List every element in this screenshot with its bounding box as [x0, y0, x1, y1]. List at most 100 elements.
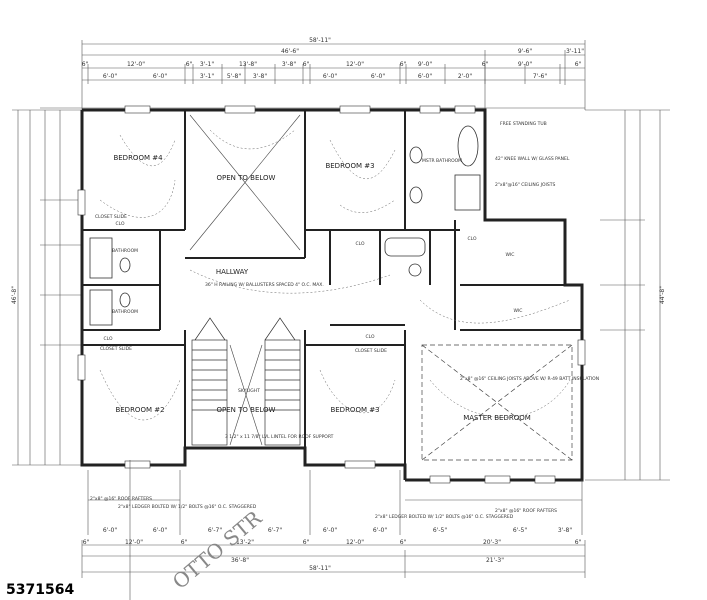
room-label-clo-1: CLO	[115, 221, 124, 227]
note-closet-slide-2: CLOSET SLIDE	[100, 346, 132, 352]
fixtures	[89, 125, 481, 326]
dim-label: 9'-0"	[418, 61, 432, 68]
dim-label: 6"	[400, 61, 407, 68]
toilet	[409, 146, 423, 164]
dim-label: 12'-0"	[127, 61, 145, 68]
roof-lines	[81, 460, 586, 600]
room-label-bedroom-2: BEDROOM #2	[115, 406, 164, 414]
toilet-1	[119, 257, 131, 273]
top-total-dim: 58'-11"	[309, 37, 331, 44]
listing-id: 5371564	[6, 582, 75, 598]
dim-label: 6'-0"	[371, 73, 385, 80]
dim-label: 5'-8"	[227, 73, 241, 80]
note-knee-wall: 42" KNEE WALL W/ GLASS PANEL	[495, 156, 570, 162]
dim-label: 6'-5"	[513, 527, 527, 534]
shower-1	[89, 237, 113, 279]
room-label-hallway: HALLWAY	[216, 268, 249, 276]
note-railing: 36" H RAILING W/ BALLUSTERS SPACED 4" O.…	[205, 282, 324, 288]
street-name-watermark: OTTO STR	[168, 505, 267, 594]
dim-label: 7'-6"	[533, 73, 547, 80]
dim-label: 6"	[575, 539, 582, 546]
dim-label: 12'-0"	[125, 539, 143, 546]
room-label-clo-3: CLO	[365, 334, 374, 340]
toilet-2	[119, 292, 131, 308]
dim-label: 3'-1"	[200, 73, 214, 80]
dim-label: 13'-2"	[236, 539, 254, 546]
dim-label: 6'-5"	[433, 527, 447, 534]
note-roof-rafters-left: 2"x8" @16" ROOF RAFTERS	[90, 496, 152, 502]
window	[124, 105, 151, 114]
dim-label: 6"	[400, 539, 407, 546]
dim-label: 6'-7"	[268, 527, 282, 534]
interior-walls	[82, 110, 582, 465]
dim-label: 12'-0"	[346, 61, 364, 68]
note-skylight: SKYLIGHT	[238, 388, 260, 394]
window	[339, 105, 371, 114]
window	[454, 105, 476, 114]
note-ceiling-joists: 2"x8" @16" CEILING JOISTS ABOVE W/ R-49 …	[460, 376, 599, 382]
dim-label: 6'-0"	[103, 527, 117, 534]
window	[77, 189, 86, 216]
room-labels: BEDROOM #4 BEDROOM #3 BEDROOM #2 BEDROOM…	[103, 154, 530, 422]
window	[577, 339, 586, 366]
bottom-sub-right-dim: 21'-3"	[486, 557, 504, 564]
dim-label: 6"	[83, 539, 90, 546]
dim-label: 9'-0"	[518, 61, 532, 68]
street-name-text: OTTO STR	[168, 505, 267, 594]
dim-label: 20'-3"	[483, 539, 501, 546]
bathtub	[384, 237, 426, 257]
dim-label: 12'-0"	[346, 539, 364, 546]
stairs	[191, 317, 301, 446]
dim-label: 3'-8"	[253, 73, 267, 80]
room-label-clo-4: CLO	[355, 241, 364, 247]
room-label-wic-2: WIC	[514, 308, 523, 314]
construction-notes: 2"x8" @16" CEILING JOISTS ABOVE W/ R-49 …	[90, 121, 599, 520]
dim-label: 6"	[482, 61, 489, 68]
sink	[409, 186, 423, 204]
dim-label: 6'-0"	[153, 73, 167, 80]
note-lvl-lintel: 3 1/2" x 11 7/8" LVL LINTEL FOR ROOF SUP…	[225, 434, 334, 440]
dim-label: 6"	[303, 539, 310, 546]
room-label-bedroom-3-top: BEDROOM #3	[325, 162, 374, 170]
dim-label: 3'-8"	[282, 61, 296, 68]
dim-label: 13'-8"	[239, 61, 257, 68]
bottom-sub-left-dim: 36'-8"	[231, 557, 249, 564]
freestanding-tub	[457, 125, 479, 167]
dim-label: 6'-7"	[208, 527, 222, 534]
exterior-walls	[80, 108, 584, 482]
top-segment-labels: 6" 12'-0" 6" 3'-1" 13'-8" 3'-8" 6" 12'-0…	[82, 61, 582, 80]
note-closet-slide-1: CLOSET SLIDE	[95, 214, 127, 220]
dim-label: 6'-0"	[103, 73, 117, 80]
room-label-master-bedroom: MASTER BEDROOM	[463, 414, 531, 422]
dim-label: 6"	[186, 61, 193, 68]
note-closet-slide-3: CLOSET SLIDE	[355, 348, 387, 354]
room-label-clo-2: CLO	[103, 336, 112, 342]
dim-label: 6"	[181, 539, 188, 546]
room-label-bathroom-1: BATHROOM	[112, 248, 138, 254]
top-sub-right-dim: 9'-6"	[518, 48, 532, 55]
shower	[454, 174, 481, 211]
open-to-below-markers	[189, 114, 301, 446]
dim-label: 6'-0"	[323, 527, 337, 534]
dim-label: 3'-8"	[558, 527, 572, 534]
room-label-clo-5: CLO	[467, 236, 476, 242]
bottom-segment-labels: 6" 12'-0" 6" 13'-2" 6" 12'-0" 6" 20'-3" …	[83, 527, 582, 546]
top-small-dim: 3'-11"	[566, 48, 584, 55]
side-dimension-lines	[12, 109, 670, 481]
note-ledger-left: 2"x8" LEDGER BOLTED W/ 1/2" BOLTS @16" O…	[118, 504, 257, 510]
room-label-wic-1: WIC	[506, 252, 515, 258]
room-label-master-bath: MSTR BATHROOM	[422, 158, 462, 164]
window	[534, 475, 556, 484]
window	[344, 460, 376, 469]
left-total-dim: 46'-8"	[11, 286, 18, 304]
room-label-open-below-2: OPEN TO BELOW	[217, 406, 276, 414]
dim-label: 6'-0"	[153, 527, 167, 534]
right-total-dim: 44'-8"	[659, 286, 666, 304]
window	[484, 475, 511, 484]
note-roof-rafters-right: 2"x8" @16" ROOF RAFTERS	[495, 508, 557, 514]
window	[419, 105, 441, 114]
dim-label: 6"	[575, 61, 582, 68]
dim-label: 6'-0"	[323, 73, 337, 80]
sink-2	[408, 263, 422, 277]
